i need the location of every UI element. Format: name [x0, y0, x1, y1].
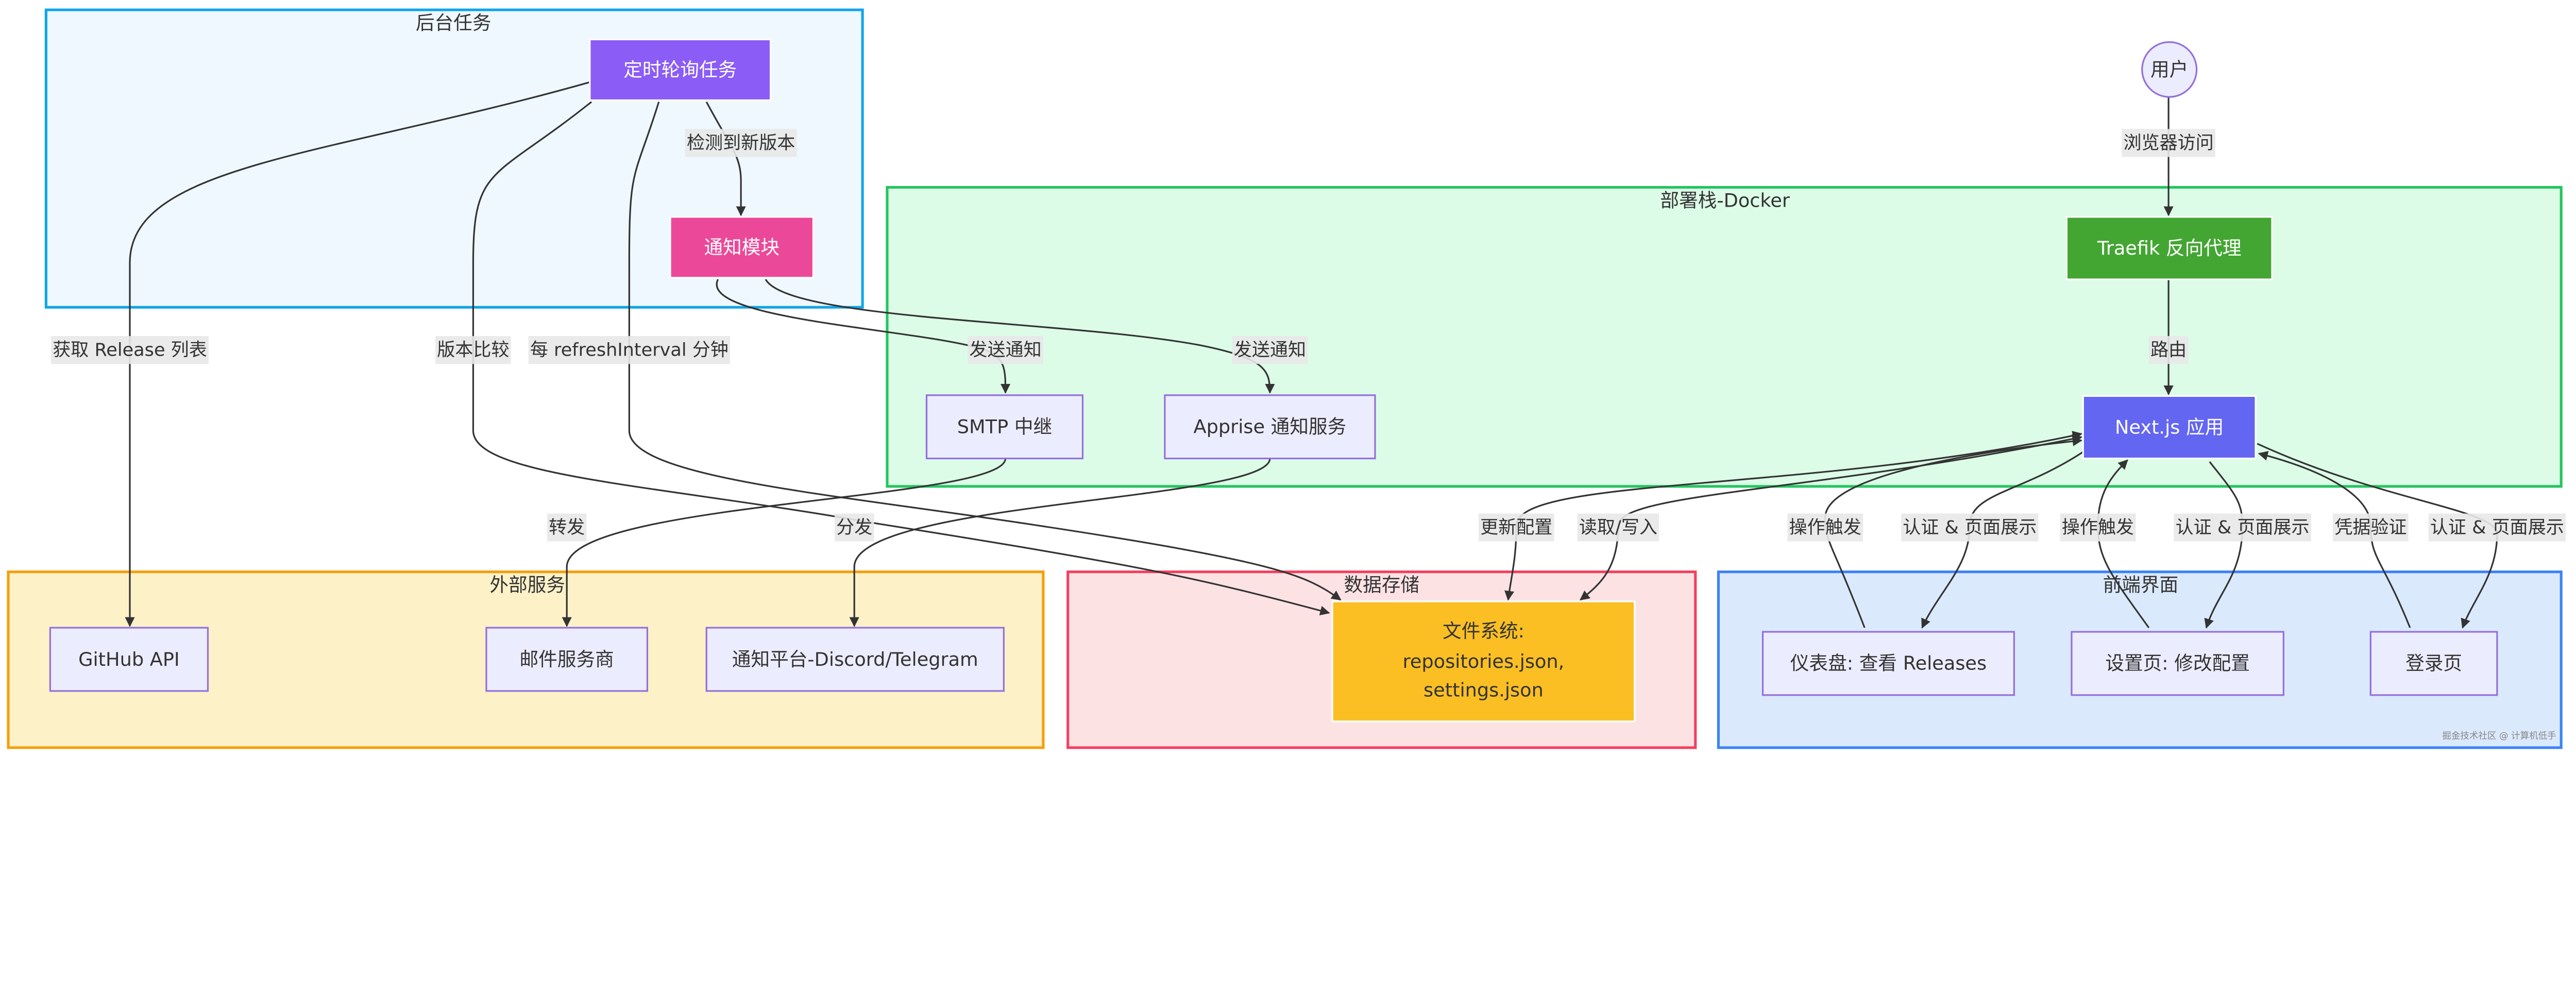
- edge-send-notify-apprise: [765, 279, 1275, 394]
- edge-every-interval: [628, 102, 1342, 601]
- svg-text:登录页: 登录页: [2405, 652, 2462, 675]
- edge-send-notify-smtp: [716, 279, 1011, 394]
- edge-label: 操作触发: [1787, 513, 1863, 542]
- svg-text:获取 Release 列表: 获取 Release 列表: [53, 340, 207, 361]
- svg-text:repositories.json,: repositories.json,: [1403, 650, 1565, 673]
- svg-text:浏览器访问: 浏览器访问: [2123, 132, 2213, 154]
- svg-text:认证 & 页面展示: 认证 & 页面展示: [2430, 517, 2564, 538]
- svg-text:settings.json: settings.json: [1423, 679, 1544, 701]
- edge-label: 读取/写入: [1577, 513, 1659, 542]
- node-nextjs[interactable]: Next.js 应用: [2082, 395, 2257, 460]
- edges: [125, 81, 2498, 629]
- node-scheduler[interactable]: 定时轮询任务: [589, 38, 772, 102]
- svg-text:发送通知: 发送通知: [1234, 340, 1306, 361]
- subgraph-title: 外部服务: [489, 574, 565, 596]
- svg-text:仪表盘: 查看 Releases: 仪表盘: 查看 Releases: [1790, 652, 1987, 675]
- edge-label: 每 refreshInterval 分钟: [528, 336, 731, 364]
- node-mail-provider[interactable]: 邮件服务商: [485, 627, 649, 692]
- edge-label: 认证 & 页面展示: [1901, 513, 2039, 542]
- svg-text:每 refreshInterval 分钟: 每 refreshInterval 分钟: [530, 340, 728, 361]
- node-settings-page[interactable]: 设置页: 修改配置: [2071, 631, 2284, 696]
- node-apprise[interactable]: Apprise 通知服务: [1164, 394, 1376, 460]
- edge-label: 获取 Release 列表: [51, 336, 209, 364]
- svg-text:定时轮询任务: 定时轮询任务: [623, 59, 737, 81]
- svg-text:路由: 路由: [2150, 340, 2187, 361]
- svg-text:通知平台-Discord/Telegram: 通知平台-Discord/Telegram: [732, 648, 978, 670]
- subgraph-title: 后台任务: [416, 12, 492, 34]
- node-user[interactable]: 用户: [2141, 41, 2198, 98]
- node-github-api[interactable]: GitHub API: [49, 627, 209, 692]
- node-notify-platform[interactable]: 通知平台-Discord/Telegram: [705, 627, 1005, 692]
- edge-label: 凭据验证: [2332, 513, 2409, 542]
- svg-text:认证 & 页面展示: 认证 & 页面展示: [1903, 517, 2037, 538]
- svg-text:文件系统:: 文件系统:: [1443, 620, 1524, 642]
- edge-label: 转发: [547, 513, 587, 542]
- edge-fetch-releases: [125, 81, 590, 627]
- edge-dashboard-action: [1824, 436, 2083, 628]
- svg-text:读取/写入: 读取/写入: [1579, 517, 1657, 538]
- edge-version-compare: [472, 101, 1330, 616]
- node-notify-module[interactable]: 通知模块: [669, 216, 815, 279]
- node-login-page[interactable]: 登录页: [2369, 631, 2498, 696]
- svg-text:Traefik 反向代理: Traefik 反向代理: [2097, 237, 2242, 259]
- edge-label: 操作触发: [2060, 513, 2136, 542]
- edge-label: 发送通知: [1232, 336, 1308, 364]
- svg-text:Apprise 通知服务: Apprise 通知服务: [1194, 416, 1347, 438]
- edge-label: 分发: [834, 513, 874, 542]
- subgraph-title: 数据存储: [1344, 574, 1419, 596]
- svg-text:操作触发: 操作触发: [1789, 517, 1861, 538]
- edge-label: 路由: [2148, 336, 2189, 364]
- subgraph-title: 部署栈-Docker: [1660, 190, 1790, 212]
- node-filesystem[interactable]: 文件系统: repositories.json, settings.json: [1331, 600, 1636, 723]
- svg-text:版本比较: 版本比较: [437, 340, 509, 361]
- edge-labels: 获取 Release 列表 版本比较 每 refreshInterval 分钟 …: [51, 129, 2566, 542]
- svg-text:Next.js 应用: Next.js 应用: [2115, 416, 2224, 439]
- watermark: 掘金技术社区 @ 计算机低手: [2442, 731, 2556, 742]
- edge-distribute: [849, 458, 1271, 627]
- node-traefik[interactable]: Traefik 反向代理: [2065, 216, 2273, 280]
- svg-text:更新配置: 更新配置: [1480, 517, 1552, 538]
- svg-text:转发: 转发: [549, 517, 585, 538]
- svg-text:分发: 分发: [836, 517, 872, 538]
- edge-label: 检测到新版本: [685, 129, 797, 157]
- architecture-diagram: 后台任务 部署栈-Docker 外部服务 数据存储 前端界面 获: [7, 8, 2566, 749]
- svg-text:SMTP 中继: SMTP 中继: [957, 416, 1052, 438]
- svg-text:发送通知: 发送通知: [969, 340, 1041, 361]
- svg-text:用户: 用户: [2150, 58, 2188, 80]
- edge-label: 发送通知: [968, 336, 1043, 364]
- svg-text:操作触发: 操作触发: [2062, 517, 2134, 538]
- svg-text:邮件服务商: 邮件服务商: [520, 648, 614, 670]
- svg-text:GitHub API: GitHub API: [78, 648, 180, 670]
- edge-read-write: [1580, 434, 2082, 601]
- edge-label: 认证 & 页面展示: [2174, 513, 2311, 542]
- node-smtp[interactable]: SMTP 中继: [925, 394, 1084, 460]
- edge-label: 认证 & 页面展示: [2428, 513, 2566, 542]
- svg-text:检测到新版本: 检测到新版本: [687, 132, 795, 154]
- edge-forward: [562, 458, 1007, 627]
- subgraph-title: 前端界面: [2103, 574, 2179, 596]
- svg-text:通知模块: 通知模块: [704, 236, 779, 258]
- svg-text:凭据验证: 凭据验证: [2334, 517, 2406, 538]
- edge-label: 浏览器访问: [2122, 129, 2215, 157]
- svg-text:认证 & 页面展示: 认证 & 页面展示: [2176, 517, 2310, 538]
- svg-text:设置页: 修改配置: 设置页: 修改配置: [2105, 652, 2250, 675]
- node-dashboard[interactable]: 仪表盘: 查看 Releases: [1761, 631, 2015, 696]
- edge-label: 更新配置: [1478, 513, 1554, 542]
- edge-label: 版本比较: [435, 336, 511, 364]
